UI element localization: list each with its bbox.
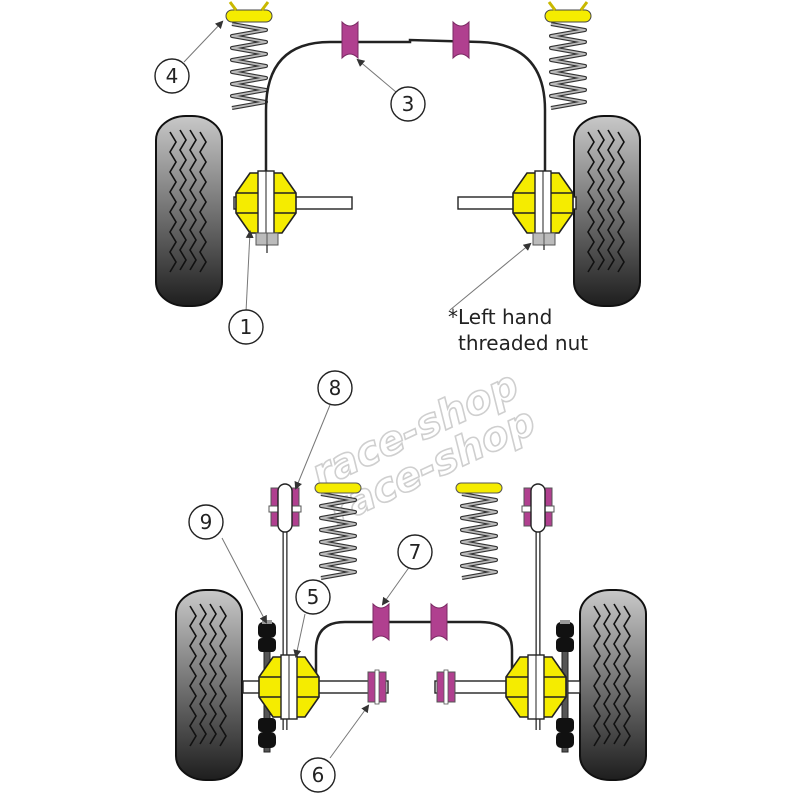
callout-6: 6 (300, 757, 336, 793)
anti-roll-bar-rear (314, 620, 514, 682)
arb-bush-rear-right (430, 603, 448, 641)
leader-7 (381, 565, 411, 606)
anti-roll-bar-front (264, 38, 547, 180)
tyre-front-right (573, 115, 641, 307)
callout-3: 3 (390, 86, 426, 122)
arb-bush-rear-left (372, 603, 390, 641)
note-line-2: threaded nut (458, 331, 588, 355)
nut-left (255, 232, 279, 253)
callout-9: 9 (188, 504, 224, 540)
top-mount-bush-right (544, 1, 592, 23)
leader-6 (329, 704, 370, 759)
leader-note (449, 242, 532, 311)
callout-5-label: 5 (307, 585, 320, 609)
tyre-front-left (155, 115, 223, 307)
callout-8-label: 8 (329, 376, 342, 400)
callout-4: 4 (154, 58, 190, 94)
top-mount-bush-left (225, 1, 273, 23)
front-bush-left (235, 170, 297, 236)
callout-5: 5 (295, 579, 331, 615)
callout-8: 8 (317, 370, 353, 406)
callout-1-label: 1 (240, 315, 253, 339)
rear-bush-left (258, 654, 320, 720)
arm-end-bush-right (436, 669, 456, 705)
spring-right-front (549, 22, 587, 110)
tyre-rear-left (175, 589, 243, 781)
callout-7: 7 (397, 534, 433, 570)
spring-seat-bush-right (455, 482, 503, 494)
leader-5 (293, 613, 306, 658)
note-line-1: *Left hand (448, 305, 552, 329)
callout-7-label: 7 (409, 540, 422, 564)
left-hand-threaded-nut (532, 232, 556, 250)
rear-bush-right (505, 654, 567, 720)
leader-4 (183, 20, 224, 63)
arb-bush-front-right (452, 21, 470, 59)
drop-link-bush-right (521, 483, 555, 533)
front-bush-right (512, 170, 574, 236)
spring-left-front (230, 22, 268, 110)
callout-4-label: 4 (166, 64, 179, 88)
leader-1 (245, 230, 254, 313)
callout-1: 1 (228, 309, 264, 345)
callout-6-label: 6 (312, 763, 325, 787)
spring-seat-bush-left (314, 482, 362, 494)
spring-right-rear (460, 492, 498, 580)
callout-9-label: 9 (200, 510, 213, 534)
arb-bush-front-left (341, 21, 359, 59)
leader-8 (294, 404, 331, 490)
rear-axle-diagram: 8 9 7 5 6 (175, 370, 647, 793)
arm-end-bush-left (367, 669, 387, 705)
drop-link-bush-left (268, 483, 302, 533)
leader-3 (356, 58, 397, 93)
tyre-rear-right (579, 589, 647, 781)
callout-3-label: 3 (402, 92, 415, 116)
front-axle-diagram: 4 3 1 *Left hand threaded nut (154, 1, 641, 355)
leader-9 (221, 537, 267, 624)
